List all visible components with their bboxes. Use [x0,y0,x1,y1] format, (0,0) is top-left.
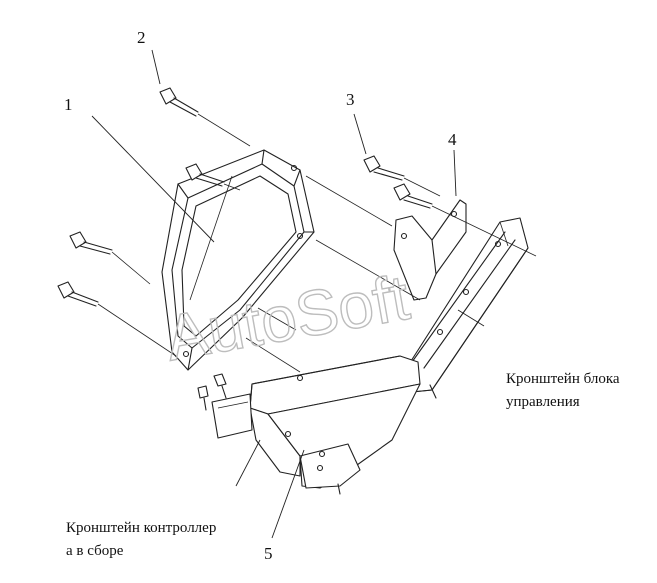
assembly-axis-lines [97,113,537,373]
note-controller-bracket-line1: Кронштейн контроллер [66,520,216,536]
callout-1: 1 [64,95,73,114]
note-bracket-control-unit-line1: Кронштейн блока [506,371,620,387]
callout-2: 2 [137,28,146,47]
bolts-3 [363,155,433,209]
control-unit-1 [161,149,315,371]
controller-bracket-assembly [211,355,421,495]
note-controller-bracket-line2: а в сборе [66,543,124,559]
leader-lines [91,49,485,539]
bolts-5 [197,373,227,411]
callout-5: 5 [264,544,273,563]
bolts-2 [57,87,225,307]
bracket-4 [393,199,467,301]
note-bracket-control-unit-line2: управления [506,394,580,410]
callout-3: 3 [346,90,355,109]
callout-4: 4 [448,130,457,149]
